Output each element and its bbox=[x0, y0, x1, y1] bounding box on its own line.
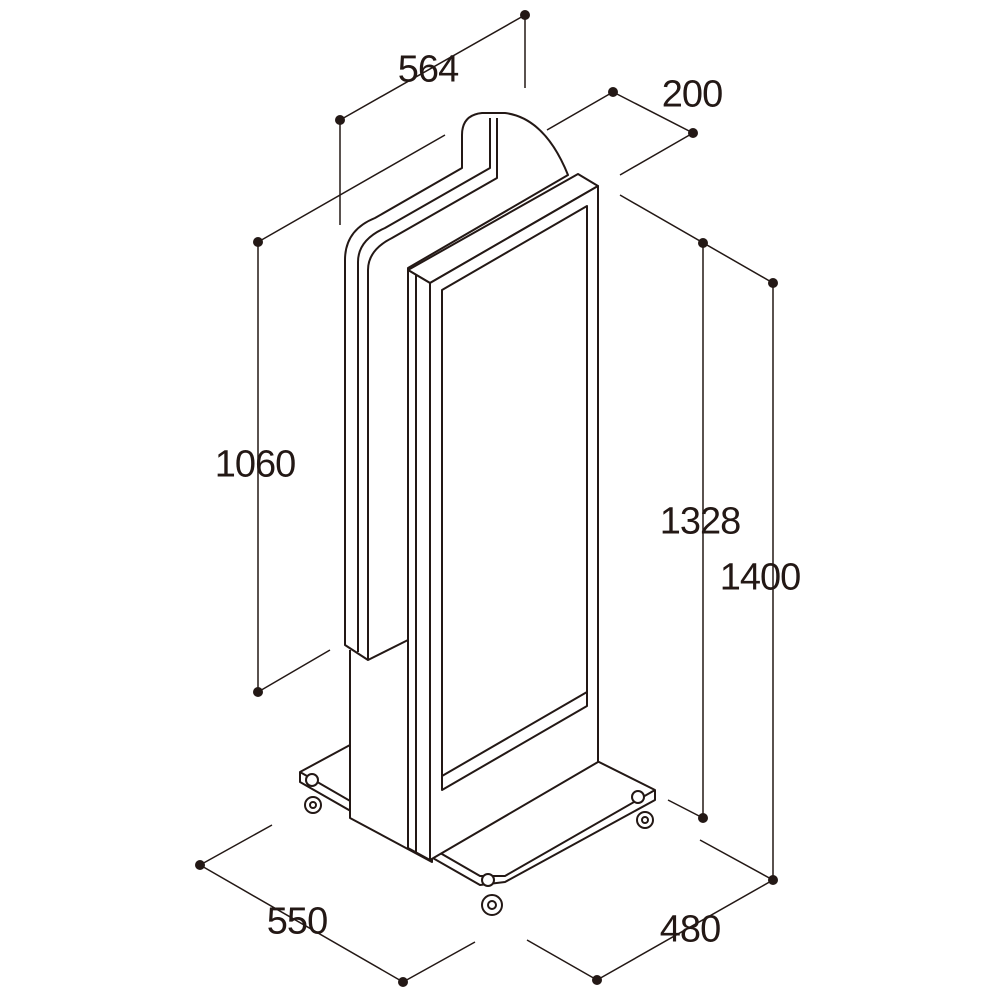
dim-total-height: 1400 bbox=[719, 556, 802, 599]
dim-depth-top: 200 bbox=[661, 73, 723, 116]
dim-base-depth: 480 bbox=[659, 908, 721, 951]
dimension-lines bbox=[199, 14, 774, 983]
caster-wheels bbox=[304, 773, 654, 916]
dim-panel-height: 1060 bbox=[214, 443, 297, 486]
dim-frame-height: 1328 bbox=[659, 500, 742, 543]
sign-head-panel bbox=[344, 112, 569, 661]
dim-top-width: 564 bbox=[397, 48, 459, 91]
dimension-dots bbox=[195, 10, 778, 987]
front-frame bbox=[407, 173, 599, 861]
dim-base-width: 550 bbox=[266, 900, 328, 943]
